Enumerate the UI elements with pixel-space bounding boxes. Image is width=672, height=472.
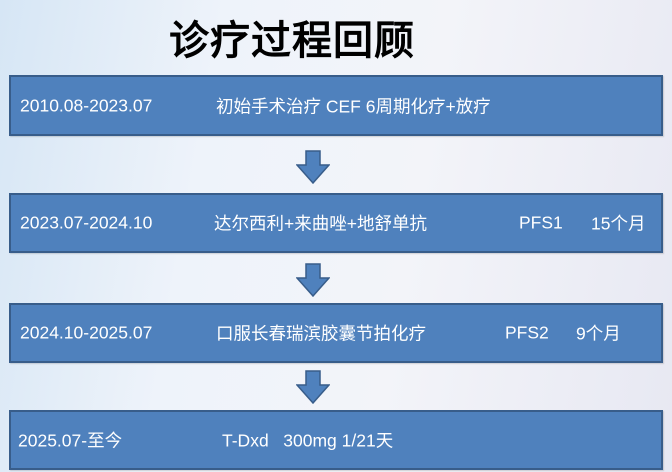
step-duration: 15个月 xyxy=(591,213,646,234)
step-period: 2025.07-至今 xyxy=(18,430,123,451)
step-treatment: 初始手术治疗 CEF 6周期化疗+放疗 xyxy=(216,96,491,116)
step-pfs: PFS2 xyxy=(505,322,549,343)
page-title: 诊疗过程回顾 xyxy=(169,18,415,64)
step-period: 2023.07-2024.10 xyxy=(20,212,153,233)
step-period: 2024.10-2025.07 xyxy=(20,322,153,343)
step-period: 2010.08-2023.07 xyxy=(20,95,153,115)
down-arrow-icon xyxy=(296,263,330,297)
timeline-step-1: 2010.08-2023.07 初始手术治疗 CEF 6周期化疗+放疗 xyxy=(9,75,663,136)
step-treatment: T-Dxd 300mg 1/21天 xyxy=(222,430,394,451)
down-arrow-icon xyxy=(296,370,330,404)
down-arrow-icon xyxy=(296,150,330,184)
step-pfs: PFS1 xyxy=(519,212,563,233)
step-treatment: 达尔西利+来曲唑+地舒单抗 xyxy=(214,213,427,234)
timeline-step-4: 2025.07-至今 T-Dxd 300mg 1/21天 xyxy=(9,410,663,470)
timeline-step-3: 2024.10-2025.07 口服长春瑞滨胶囊节拍化疗 PFS2 9个月 xyxy=(9,303,663,363)
step-duration: 9个月 xyxy=(576,323,621,344)
timeline-step-2: 2023.07-2024.10 达尔西利+来曲唑+地舒单抗 PFS1 15个月 xyxy=(9,193,663,253)
step-treatment: 口服长春瑞滨胶囊节拍化疗 xyxy=(216,323,426,344)
